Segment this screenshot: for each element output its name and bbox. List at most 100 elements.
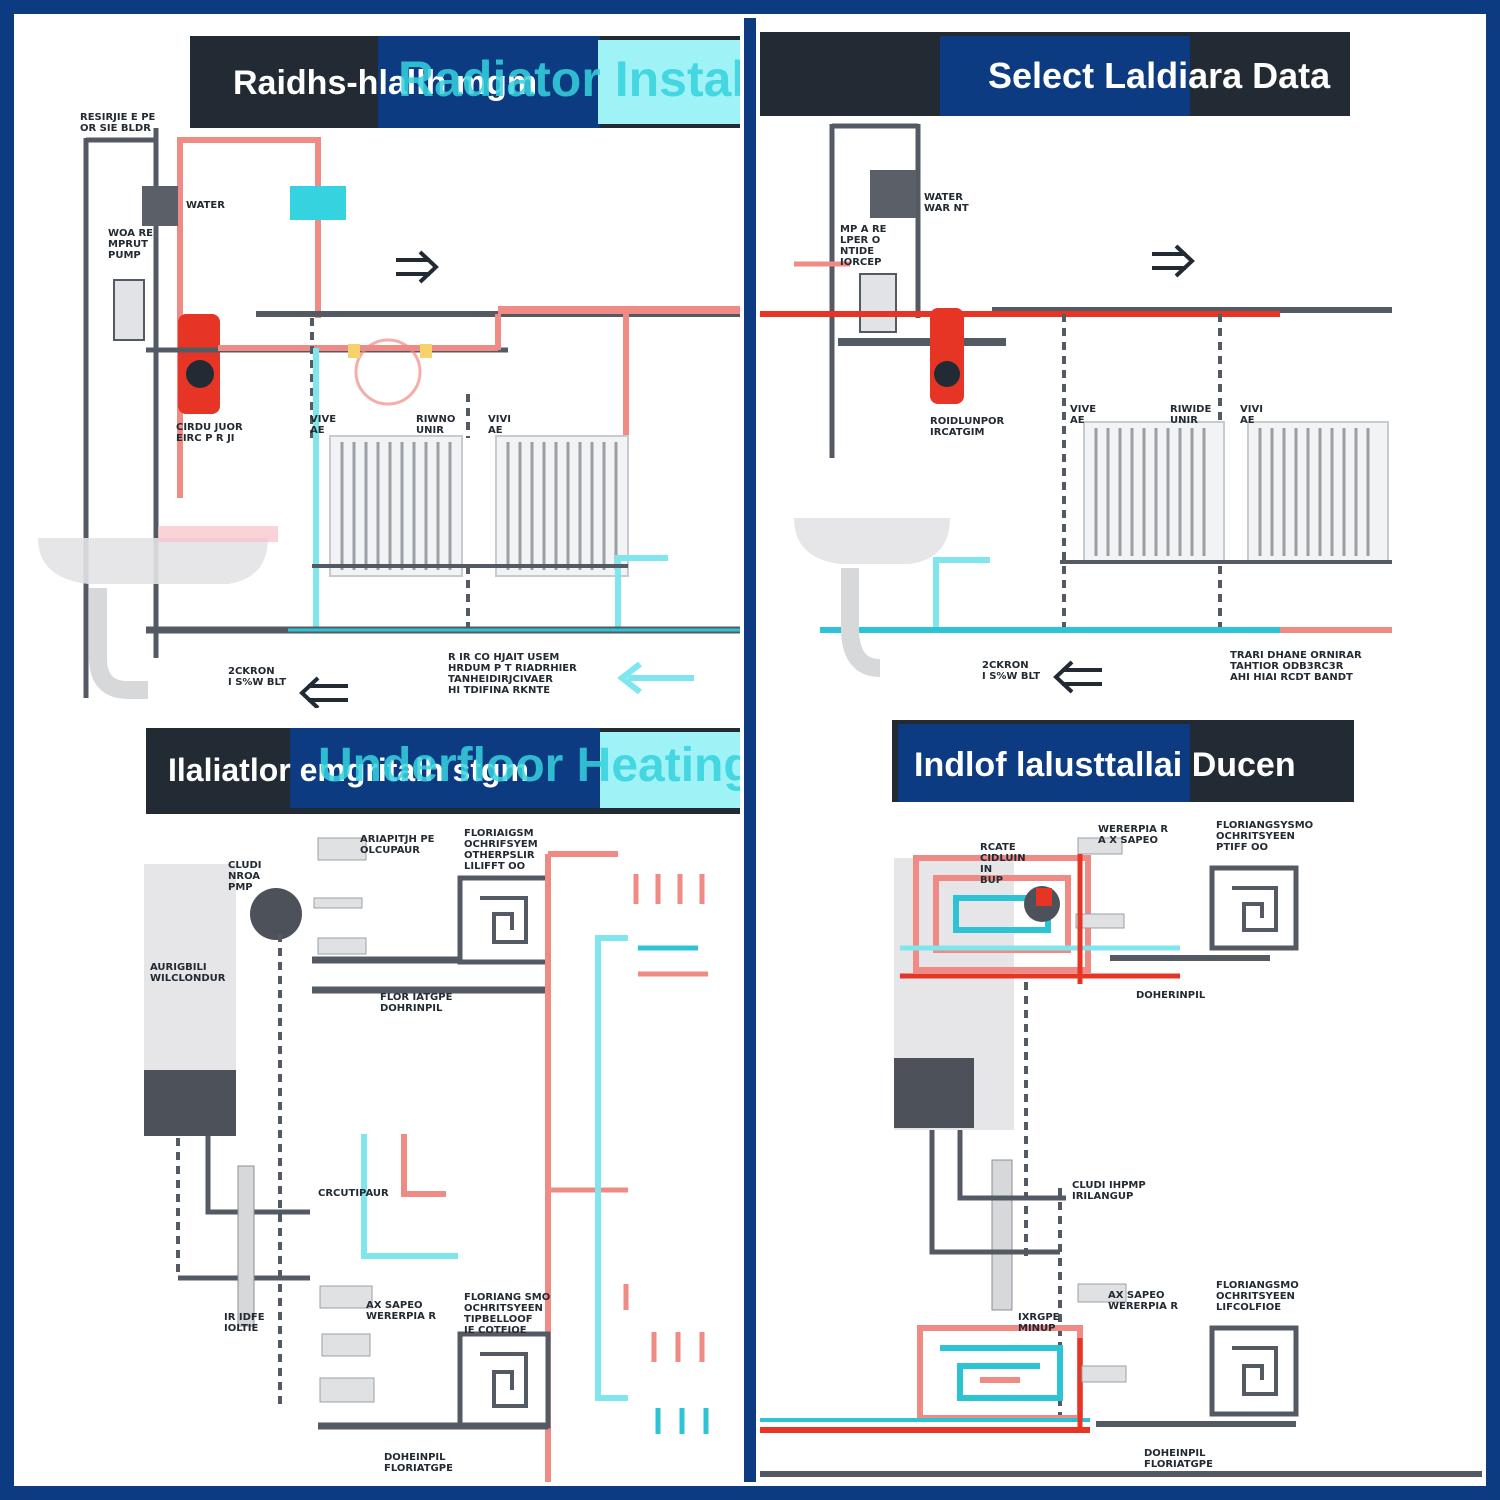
tank-icon [870,170,916,218]
panel-divider [744,18,756,1482]
floor-loop-icon [457,1331,551,1429]
expansion-vessel-icon [290,186,346,220]
sink-icon [38,538,268,584]
cold-return-arrow-icon [617,661,694,695]
pump-icon [113,279,145,341]
title-overlay-text: Ilaliatlor emgritalh stgm [168,752,529,788]
title-accent [290,728,600,808]
hot-tap-icon [158,526,278,542]
label-under-boiler: DOHERINPIL [1136,990,1206,1001]
flow-arrow-icon [396,250,439,284]
radiator-2 [1247,421,1389,563]
mixer-valve-icon [237,1165,255,1327]
title-highlight [600,732,740,808]
pipe-mixer-feed [205,1136,310,1215]
valve-icon [420,344,432,358]
pipe-mixer-return [929,1130,1060,1255]
return-arrow-icon [1053,660,1102,694]
title-overlay-text: Raidhs-hlallh mgm [233,64,538,102]
label-tank: WATER [186,200,225,211]
floor-loop-bottom-icon [917,1325,1083,1421]
manifold-top [1075,837,1125,929]
waste-trap-icon [841,568,881,677]
cold-return-branch [361,1134,458,1259]
valve-icon [348,344,360,358]
floor-loop-icon [1209,865,1299,951]
panel-underfloor-diagram-2: Indlof lalusttallai Ducen [760,718,1482,1482]
circulating-pump-icon [930,308,964,404]
floor-loop-icon [1209,1325,1299,1417]
page-title: Radiator Installation Diagram [398,51,740,107]
pump-motor-icon [934,361,960,387]
hot-branch-2 [401,1134,446,1197]
flow-arrow-icon [1152,244,1195,278]
panel-radiator-diagram-1: Raidhs-hlallh mgm Radiator Installation … [18,18,740,708]
waste-trap-icon [89,588,148,699]
pipe-mixer-feed [957,1130,1066,1201]
tank-icon [142,186,178,226]
pump-icon [250,888,302,940]
manifold-top [313,837,367,955]
boiler-control-icon [894,1058,974,1128]
page-title: Select Laldiara Data [988,55,1331,96]
pump-icon [859,273,897,333]
cold-return-riser [595,935,628,1401]
title-accent [378,36,600,128]
cold-return-left [933,557,990,630]
title-accent [898,724,1190,802]
sink-icon [794,518,950,564]
label-top: MESRNERRIE [840,108,913,119]
valve-ring-icon [354,338,422,406]
pump-motor-icon [186,360,214,388]
page-title: Underfloor Heating Installation [318,739,740,792]
boiler-control-icon [144,1070,236,1136]
return-arrow-icon [299,676,348,708]
panel-underfloor-diagram-1: Ilaliatlor emgritalh stgm Underfloor Hea… [18,718,740,1482]
radiator-2 [495,435,629,577]
pump-indicator-icon [1036,888,1052,906]
page-title: Indlof lalusttallai Ducen [914,746,1296,784]
radiator-1 [1083,421,1225,563]
title-highlight [598,40,740,124]
manifold-bottom [1077,1283,1127,1383]
mixer-valve-icon [991,1159,1013,1311]
manifold-bottom [319,1285,375,1403]
radiator-1 [329,435,463,577]
